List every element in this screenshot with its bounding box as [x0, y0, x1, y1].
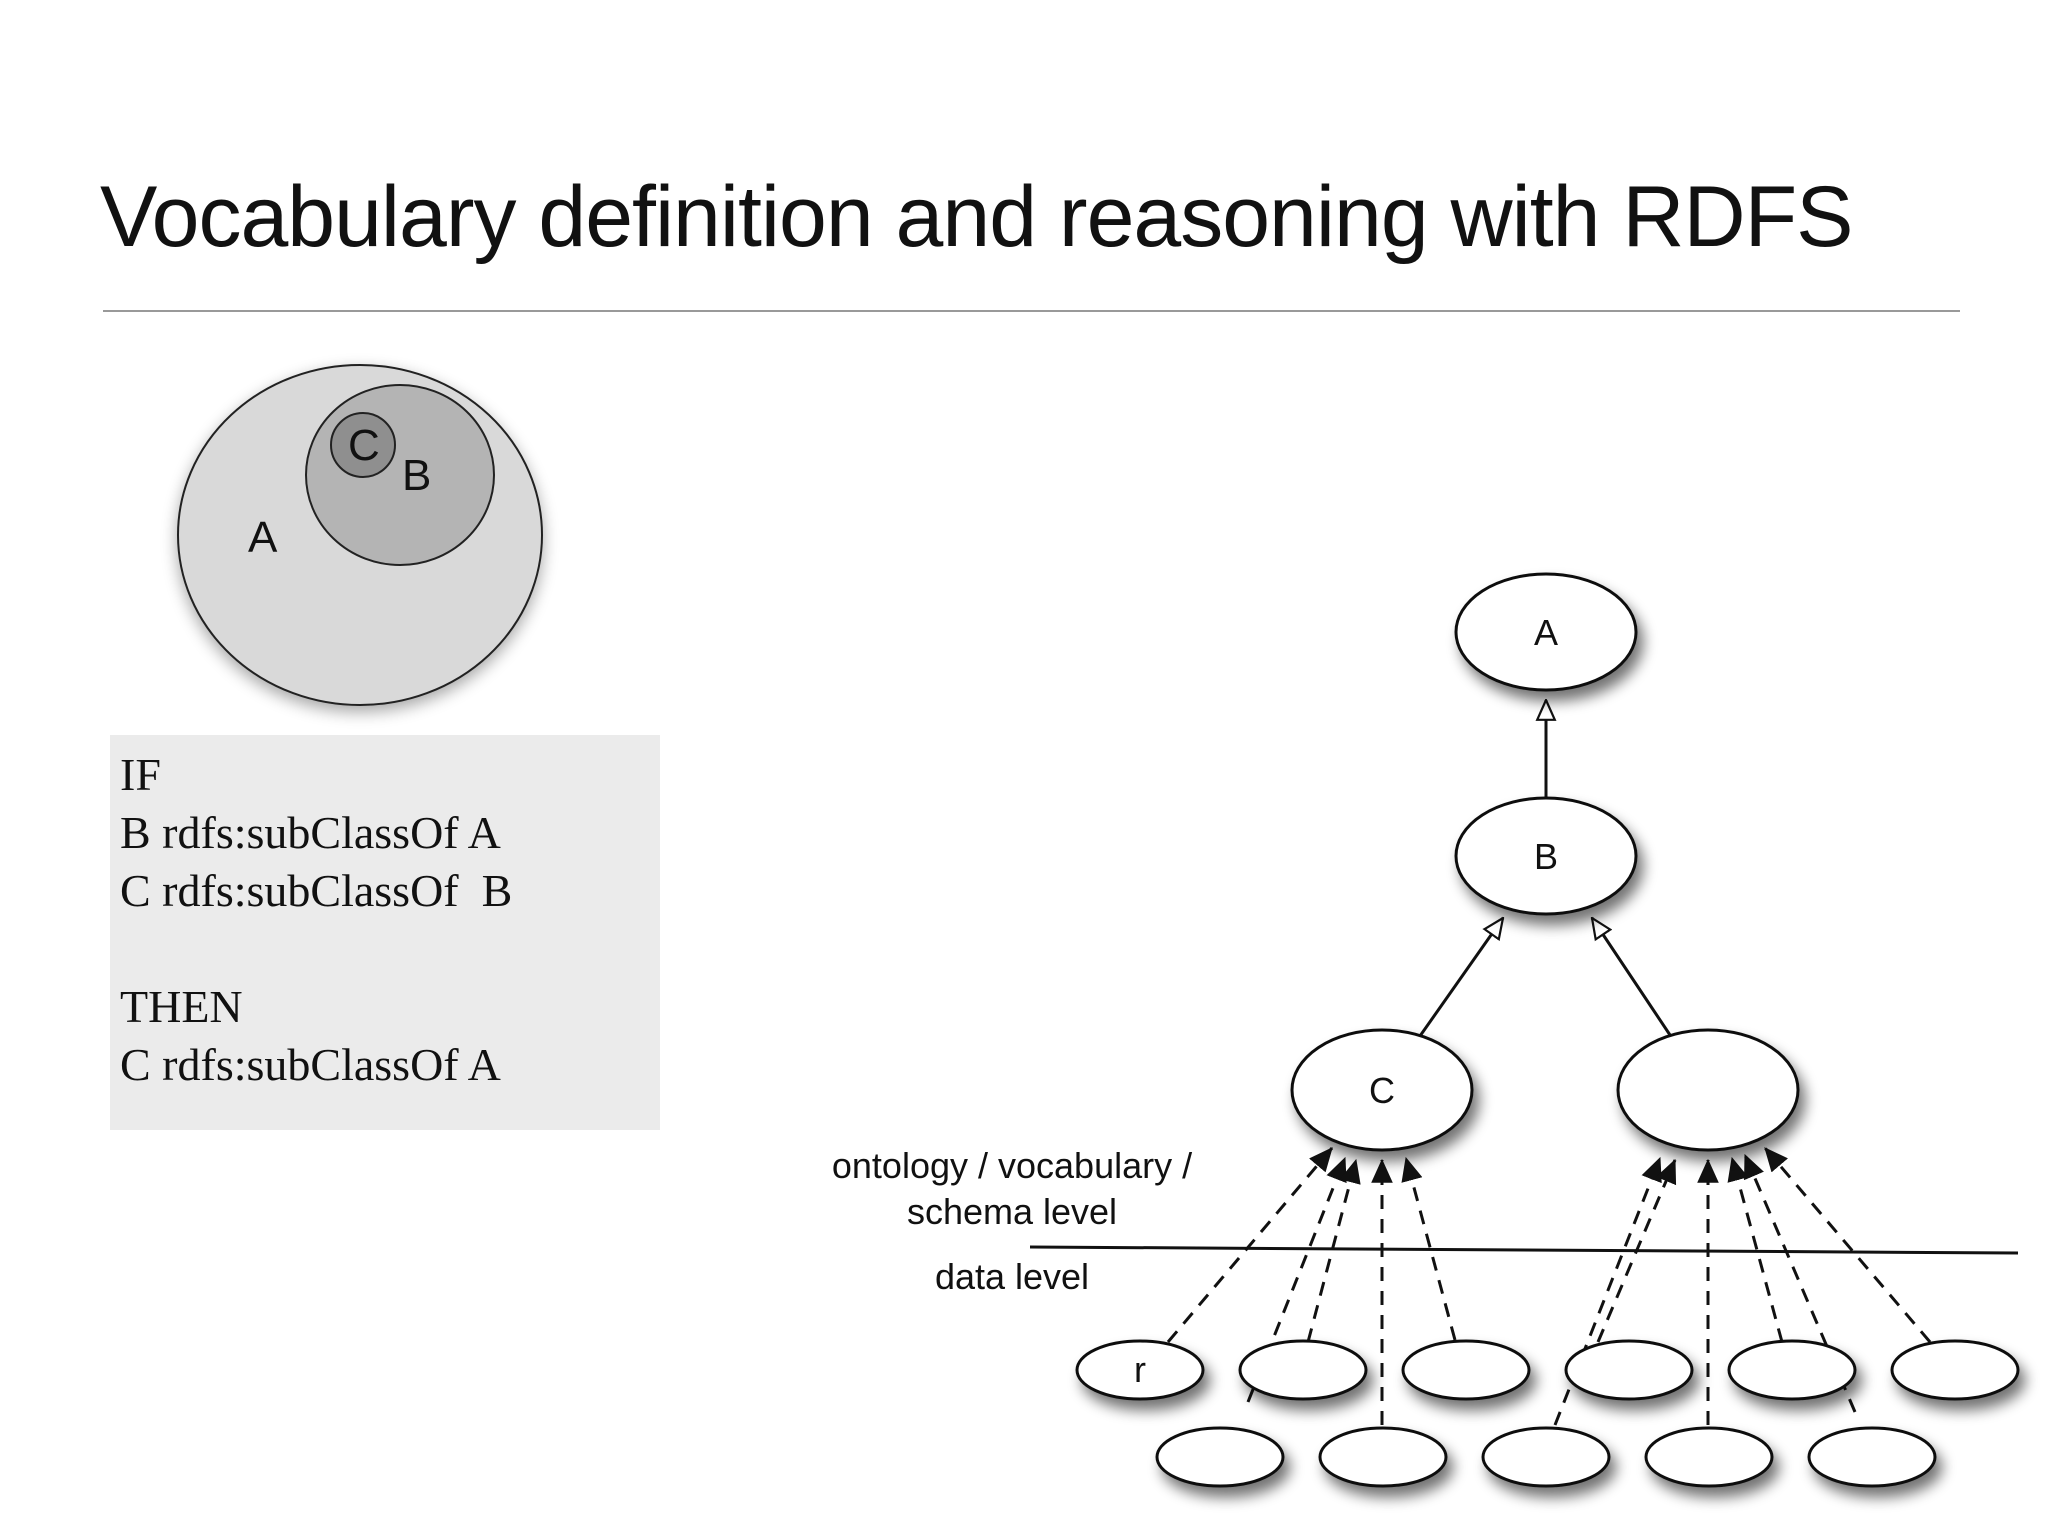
instance-node-4 — [1564, 1339, 1694, 1401]
venn-set-b — [305, 384, 495, 566]
instance-node-11 — [1807, 1426, 1937, 1488]
instance-node-r-label: r — [1134, 1349, 1146, 1390]
instance-nodes — [1075, 1339, 2020, 1488]
rule-then-keyword: THEN — [120, 981, 243, 1032]
type-edges — [1166, 1147, 1932, 1426]
venn-label-a: A — [248, 513, 278, 562]
rule-premise-2: C rdfs:subClassOf B — [120, 865, 513, 916]
edge-d-to-b — [1592, 918, 1672, 1036]
rule-if-keyword: IF — [120, 749, 161, 800]
type-edge-i5-to-c — [1401, 1156, 1457, 1341]
title-divider — [103, 310, 1960, 312]
class-node-b: B — [1454, 796, 1638, 916]
venn-diagram: A B C — [177, 364, 543, 706]
class-node-c: C — [1290, 1028, 1474, 1152]
instance-node-9 — [1481, 1426, 1611, 1488]
instance-node-r — [1075, 1339, 1205, 1401]
instance-node-7 — [1155, 1426, 1285, 1488]
venn-set-c — [330, 412, 396, 478]
schema-level-label-line1: ontology / vocabulary / — [832, 1145, 1192, 1186]
type-edge-i9-to-d — [1727, 1156, 1784, 1343]
type-edge-r-to-c — [1166, 1147, 1334, 1343]
rule-conclusion: C rdfs:subClassOf A — [120, 1039, 501, 1090]
instance-node-2 — [1238, 1339, 1368, 1401]
instance-node-8 — [1318, 1426, 1448, 1488]
type-edge-i7-to-d — [1596, 1158, 1677, 1343]
schema-level-label-line2: schema level — [907, 1191, 1117, 1232]
class-node-b-label: B — [1534, 836, 1558, 877]
level-separator-line — [1029, 1245, 2019, 1255]
instance-node-6 — [1890, 1339, 2020, 1401]
edge-c-to-b — [1418, 918, 1503, 1037]
slide-title: Vocabulary definition and reasoning with… — [100, 169, 1853, 265]
class-node-a-label: A — [1534, 612, 1558, 653]
inference-rule-box — [110, 735, 660, 1130]
class-node-c-label: C — [1369, 1070, 1395, 1111]
type-edge-i11-to-d — [1763, 1147, 1932, 1343]
instance-node-10 — [1644, 1426, 1774, 1488]
instance-node-5 — [1727, 1339, 1857, 1401]
class-node-d — [1616, 1028, 1800, 1152]
class-node-a: A — [1454, 572, 1638, 692]
venn-label-b: B — [402, 451, 431, 500]
type-edge-i3-to-c — [1306, 1158, 1361, 1343]
type-edge-i2-to-c — [1246, 1156, 1347, 1403]
data-level-label: data level — [935, 1256, 1089, 1297]
instance-node-3 — [1401, 1339, 1531, 1401]
venn-label-c: C — [348, 421, 380, 470]
rule-premise-1: B rdfs:subClassOf A — [120, 807, 501, 858]
